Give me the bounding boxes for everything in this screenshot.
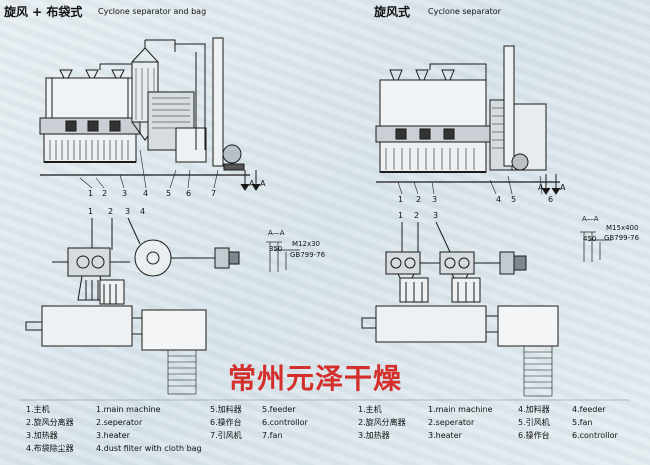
legend-right-5-en: 5.fan bbox=[572, 418, 593, 427]
right-a-mark-2: A bbox=[560, 183, 566, 192]
cyclone-plan bbox=[134, 239, 172, 277]
left-section-label: A—A bbox=[268, 229, 285, 237]
left-elevation bbox=[39, 37, 261, 191]
fan-housing bbox=[222, 144, 242, 164]
left-dimension: 350 bbox=[269, 245, 283, 253]
right-bolt-spec: M15x400 bbox=[606, 224, 639, 232]
legend-left-5: 5.加料器 bbox=[210, 405, 242, 414]
right-plan-callout-1: 1 bbox=[398, 211, 404, 220]
brand-watermark: 常州元泽干燥 bbox=[228, 362, 403, 395]
legend-left-2: 2.旋风分离器 bbox=[26, 418, 74, 427]
left-standard: GB799-76 bbox=[290, 251, 326, 259]
left-plan-callout-2: 2 bbox=[108, 207, 114, 216]
right-exhaust-stack bbox=[503, 45, 515, 167]
legend-right-6: 6.操作台 bbox=[518, 431, 550, 440]
legend-right-6-en: 6.controllor bbox=[572, 431, 618, 440]
legend-left-6-en: 6.controllor bbox=[262, 418, 308, 427]
left-plan bbox=[25, 217, 240, 395]
right-callout-2: 2 bbox=[416, 195, 422, 204]
right-callout-4: 4 bbox=[496, 195, 502, 204]
legend-left-7: 7.引风机 bbox=[210, 431, 242, 440]
main-machine-upper bbox=[45, 77, 135, 119]
right-plan-callout-2: 2 bbox=[414, 211, 420, 220]
legend-right-3: 3.加热器 bbox=[358, 431, 390, 440]
right-plan bbox=[361, 221, 559, 397]
legend-right-5: 5.引风机 bbox=[518, 418, 550, 427]
left-plan-callout-4: 4 bbox=[140, 207, 146, 216]
right-dimension: 450 bbox=[583, 235, 597, 243]
left-callout-7: 7 bbox=[211, 189, 217, 198]
left-callout-5: 5 bbox=[166, 189, 172, 198]
left-callout-1: 1 bbox=[88, 189, 94, 198]
right-elevation bbox=[375, 45, 561, 195]
left-bolt-spec: M12x30 bbox=[292, 240, 320, 248]
left-a-mark-1: A bbox=[249, 179, 255, 188]
legend-left-2-en: 2.seperator bbox=[96, 418, 143, 427]
right-standard: GB799-76 bbox=[604, 234, 640, 242]
main-machine-plan bbox=[41, 305, 133, 347]
left-callout-2: 2 bbox=[102, 189, 108, 198]
left-callout-4: 4 bbox=[143, 189, 149, 198]
legend-left-7-en: 7.fan bbox=[262, 431, 283, 440]
operating-deck bbox=[141, 309, 207, 351]
left-a-mark-2: A bbox=[260, 179, 266, 188]
legend-left-5-en: 5.feeder bbox=[262, 405, 296, 414]
legend-left-4: 4.布袋除尘器 bbox=[26, 444, 74, 453]
legend-right-2: 2.旋风分离器 bbox=[358, 418, 406, 427]
right-a-mark-1: A bbox=[538, 183, 544, 192]
right-callout-5: 5 bbox=[511, 195, 517, 204]
left-section-detail bbox=[266, 241, 300, 272]
right-callout-6: 6 bbox=[548, 195, 554, 204]
legend-left-1: 1.主机 bbox=[26, 405, 50, 414]
right-callout-1: 1 bbox=[398, 195, 404, 204]
left-plan-callout-1: 1 bbox=[88, 207, 94, 216]
right-section-label: A—A bbox=[582, 215, 599, 223]
left-title-en: Cyclone separator and bag bbox=[98, 7, 207, 16]
legend-right-4: 4.加料器 bbox=[518, 405, 550, 414]
left-title-cn: 旋风 + 布袋式 bbox=[4, 5, 83, 19]
legend-left-3-en: 3.heater bbox=[96, 431, 130, 440]
left-callout-3: 3 bbox=[122, 189, 128, 198]
legend-left-4-en: 4.dust filter with cloth bag bbox=[96, 444, 202, 453]
legend-right-1-en: 1.main machine bbox=[428, 405, 493, 414]
legend-left-6: 6.操作台 bbox=[210, 418, 242, 427]
right-section-detail bbox=[580, 231, 612, 262]
legend-left-3: 3.加热器 bbox=[26, 431, 58, 440]
right-title-cn: 旋风式 bbox=[374, 5, 411, 19]
left-plan-callout-3: 3 bbox=[125, 207, 131, 216]
left-callout-6: 6 bbox=[186, 189, 192, 198]
right-plan-callout-3: 3 bbox=[433, 211, 439, 220]
legend-right-1: 1.主机 bbox=[358, 405, 382, 414]
exhaust-stack bbox=[212, 37, 224, 167]
legend-right-4-en: 4.feeder bbox=[572, 405, 606, 414]
legend-left-1-en: 1.main machine bbox=[96, 405, 161, 414]
right-callout-3: 3 bbox=[432, 195, 438, 204]
right-title-en: Cyclone separator bbox=[428, 7, 501, 16]
legend-right-2-en: 2.seperator bbox=[428, 418, 475, 427]
legend-right-3-en: 3.heater bbox=[428, 431, 462, 440]
